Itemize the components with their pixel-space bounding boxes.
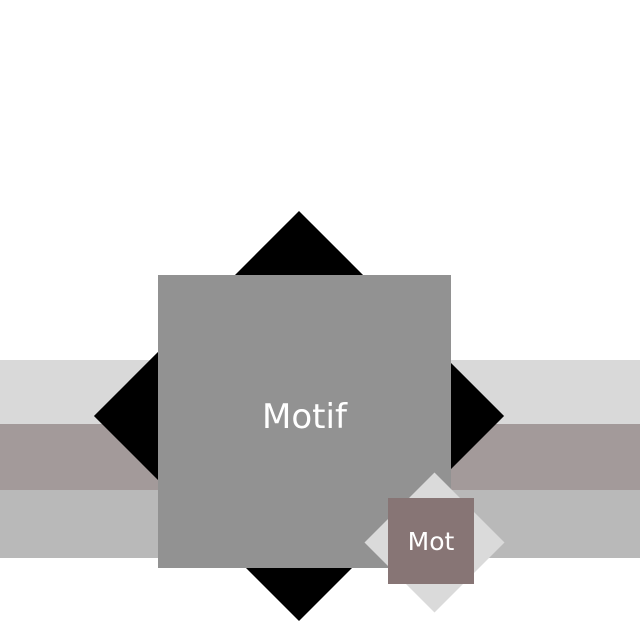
large-motif-label: Motif: [262, 396, 347, 437]
small-motif-label: Mot: [407, 526, 455, 556]
small-square: Mot: [388, 498, 474, 584]
